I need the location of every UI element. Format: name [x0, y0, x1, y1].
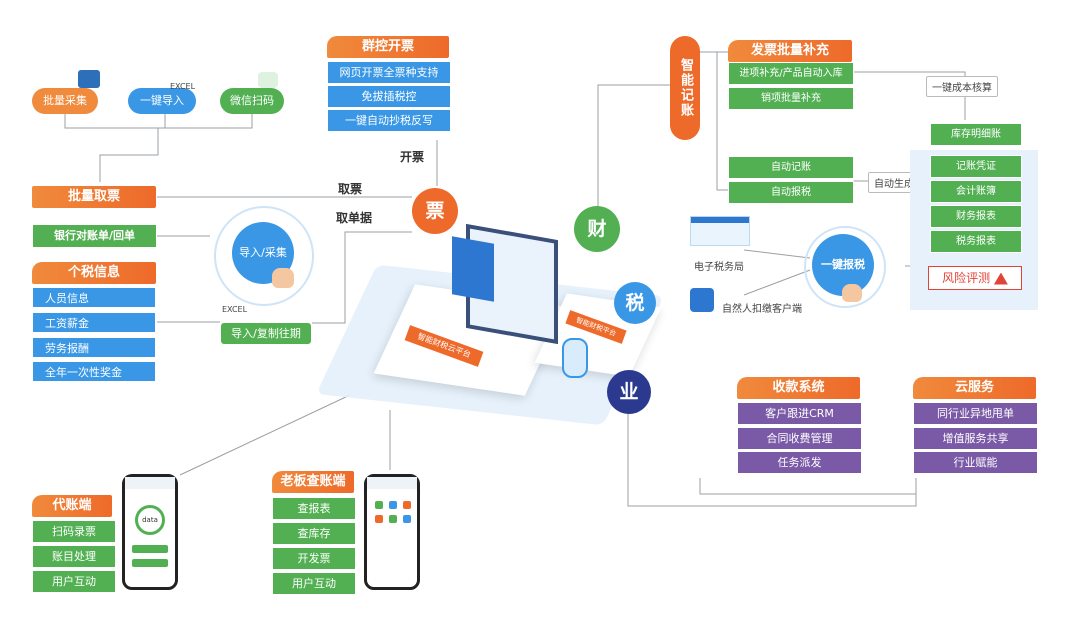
boss-end-item[interactable]: 查报表	[272, 497, 356, 520]
cloud-wechat-scan[interactable]: 微信扫码	[220, 88, 284, 114]
agent-phone-button[interactable]	[132, 545, 168, 553]
grid-icon[interactable]	[375, 515, 383, 523]
hand-pointer-icon	[272, 268, 294, 288]
invoice-batch-item[interactable]: 进项补充/产品自动入库	[728, 62, 854, 85]
group-invoice-item[interactable]: 免拔插税控	[327, 85, 451, 108]
cloud-wechat-scan-label: 微信扫码	[230, 94, 274, 107]
boss-end-item[interactable]: 开发票	[272, 547, 356, 570]
import-collect-label: 导入/采集	[239, 246, 287, 259]
e-tax-bureau-label: 电子税务局	[694, 262, 744, 273]
e-tax-screen	[690, 216, 750, 246]
agent-end-item[interactable]: 账目处理	[32, 545, 116, 568]
agent-phone-data-text: data	[142, 516, 158, 524]
personal-tax-header: 个税信息	[32, 262, 156, 284]
cloud-one-click-import[interactable]: 一键导入	[128, 88, 196, 114]
e-tax-screen-bar	[691, 217, 749, 223]
boss-phone-header	[367, 477, 417, 489]
collection-item[interactable]: 客户跟进CRM	[737, 402, 862, 425]
collection-item[interactable]: 合同收费管理	[737, 427, 862, 450]
cloud-batch-collect-label: 批量采集	[43, 94, 87, 107]
risk-assessment-label: 风险评测	[942, 271, 991, 285]
personal-tax-item[interactable]: 工资薪金	[32, 312, 156, 333]
auto-tax-filing[interactable]: 自动报税	[728, 181, 854, 204]
agent-end-item[interactable]: 扫码录票	[32, 520, 116, 543]
agent-phone-button[interactable]	[132, 559, 168, 567]
boss-end-header: 老板查账端	[272, 471, 354, 493]
smart-accounting-title-text: 智能记账	[678, 58, 693, 118]
cloud-service-item[interactable]: 增值服务共享	[913, 427, 1038, 450]
one-click-tax-ring	[804, 226, 886, 308]
grid-icon[interactable]	[389, 501, 397, 509]
circle-ye-label: 业	[619, 381, 639, 403]
excel-tag-left: EXCEL	[222, 305, 248, 314]
grid-icon[interactable]	[375, 501, 383, 509]
one-click-cost-tag: 一键成本核算	[926, 76, 998, 97]
risk-assessment[interactable]: 风险评测	[928, 266, 1022, 290]
cloud-service-header: 云服务	[913, 377, 1036, 399]
circle-ye[interactable]: 业	[607, 370, 651, 414]
grid-icon[interactable]	[403, 501, 411, 509]
agent-phone: data	[122, 474, 178, 590]
agent-phone-data-ring: data	[135, 505, 165, 535]
cloud-one-click-import-label: 一键导入	[140, 94, 184, 107]
personal-tax-item[interactable]: 全年一次性奖金	[32, 361, 156, 382]
boss-end-item[interactable]: 用户互动	[272, 572, 356, 595]
agent-end-item[interactable]: 用户互动	[32, 570, 116, 593]
collection-item[interactable]: 任务派发	[737, 451, 862, 474]
bank-reconcile-bar[interactable]: 银行对账单/回单	[32, 224, 157, 248]
personal-tax-item[interactable]: 人员信息	[32, 287, 156, 308]
robot-icon	[562, 338, 588, 378]
invoice-batch-item[interactable]: 销项批量补充	[728, 87, 854, 110]
auto-bookkeeping[interactable]: 自动记账	[728, 156, 854, 179]
right-panel-item[interactable]: 会计账簿	[930, 180, 1022, 203]
import-circle-ring	[214, 206, 314, 306]
boss-phone	[364, 474, 420, 590]
right-panel-item[interactable]: 财务报表	[930, 205, 1022, 228]
group-invoice-header: 群控开票	[327, 36, 449, 58]
grid-icon[interactable]	[389, 515, 397, 523]
inventory-ledger[interactable]: 库存明细账	[930, 123, 1022, 146]
cloud-service-item[interactable]: 同行业异地甩单	[913, 402, 1038, 425]
group-invoice-item[interactable]: 网页开票全票种支持	[327, 61, 451, 84]
wechat-icon	[258, 72, 278, 88]
agent-phone-header	[125, 477, 175, 489]
hand-pointer-icon	[842, 284, 862, 302]
take-receipt-label: 取单据	[336, 211, 373, 225]
circle-piao-label: 票	[425, 200, 445, 222]
personal-tax-item[interactable]: 劳务报酬	[32, 337, 156, 358]
circle-shui-label: 税	[625, 292, 645, 314]
invoice-label: 开票	[400, 150, 425, 164]
one-click-tax-label: 一键报税	[821, 258, 865, 271]
excel-tag-top: EXCEL	[170, 82, 196, 91]
circle-cai[interactable]: 财	[574, 206, 620, 252]
circle-cai-label: 财	[587, 218, 607, 240]
circle-piao[interactable]: 票	[412, 188, 458, 234]
cloud-batch-collect[interactable]: 批量采集	[32, 88, 98, 114]
grid-icon[interactable]	[403, 515, 411, 523]
collection-header: 收款系统	[737, 377, 860, 399]
right-panel-item[interactable]: 税务报表	[930, 230, 1022, 253]
take-ticket-label: 取票	[338, 182, 363, 196]
scanner-icon	[78, 70, 100, 88]
boss-phone-icon-grid	[375, 501, 411, 523]
group-invoice-item[interactable]: 一键自动抄税反写	[327, 109, 451, 132]
invoice-batch-header: 发票批量补充	[728, 40, 852, 62]
circle-shui[interactable]: 税	[614, 282, 656, 324]
cloud-service-item[interactable]: 行业赋能	[913, 451, 1038, 474]
natural-person-label: 自然人扣缴客户端	[722, 304, 802, 315]
right-panel-item[interactable]: 记账凭证	[930, 155, 1022, 178]
boss-end-item[interactable]: 查库存	[272, 522, 356, 545]
natural-person-icon	[690, 288, 714, 312]
warning-icon	[993, 272, 1008, 285]
laptop-blue-panel	[452, 236, 494, 302]
import-copy-button[interactable]: 导入/复制往期	[220, 322, 312, 345]
agent-end-header: 代账端	[32, 495, 112, 517]
smart-accounting-title: 智能记账	[670, 36, 700, 140]
one-click-tax-circle[interactable]: 一键报税	[812, 234, 874, 296]
batch-ticket-header[interactable]: 批量取票	[32, 186, 156, 208]
